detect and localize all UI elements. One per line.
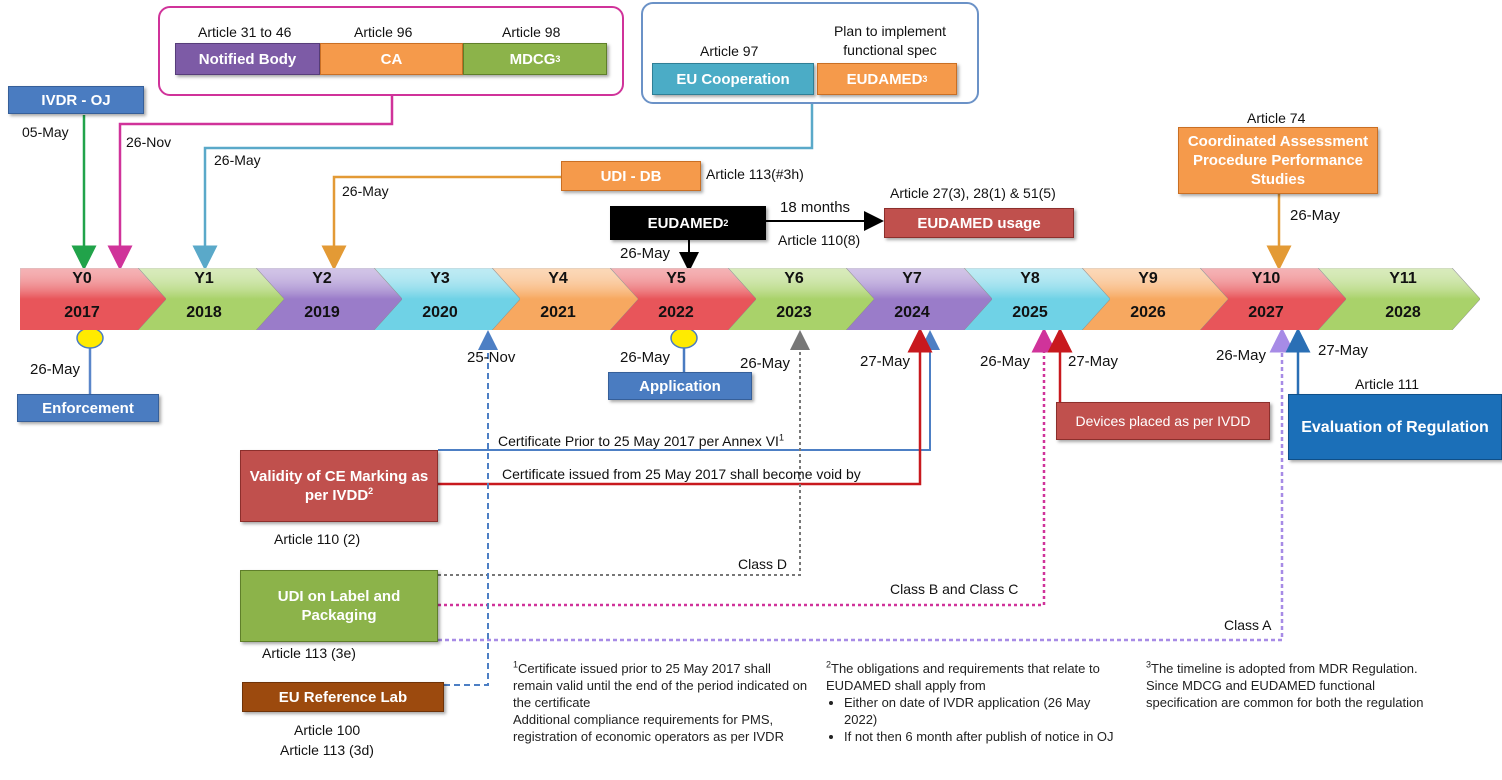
article-97-label: Article 97: [700, 43, 759, 59]
timeline-year-value: 2025: [1012, 304, 1048, 321]
timeline-segment-y6: Y6 2023: [728, 268, 874, 330]
date-26-may-y10: 26-May: [1216, 347, 1267, 364]
eu-ref-lab-article-2: Article 113 (3d): [280, 742, 374, 758]
timeline-year-label: Y1: [194, 270, 214, 287]
validity-article: Article 110 (2): [274, 531, 361, 547]
eudamed-months: 18 months: [780, 199, 851, 216]
coordinated-box: Coordinated Assessment Procedure Perform…: [1178, 127, 1378, 194]
timeline-segment-y8: Y8 2025: [964, 268, 1110, 330]
application-date: 26-May: [620, 349, 671, 366]
article-96-label: Article 96: [354, 24, 413, 40]
footnote-1: 1Certificate issued prior to 25 May 2017…: [513, 659, 808, 744]
timeline-segment-y3: Y3 2020: [374, 268, 520, 330]
eu-ref-lab-box: EU Reference Lab: [242, 682, 444, 712]
timeline-year-value: 2022: [658, 304, 694, 321]
date-27-may-y7: 27-May: [860, 353, 911, 370]
timeline-segment-y9: Y9 2026: [1082, 268, 1228, 330]
timeline-segment-y2: Y2 2019: [256, 268, 402, 330]
certificate-void-text: Certificate issued from 25 May 2017 shal…: [502, 466, 861, 482]
timeline-segment-y11: Y11 2028: [1318, 268, 1480, 330]
udi-db-date: 26-May: [342, 183, 389, 199]
eudamed-usage-box: EUDAMED usage: [884, 208, 1074, 238]
class-a-label: Class A: [1224, 617, 1272, 633]
eu-cooperation-box: EU Cooperation: [652, 63, 814, 95]
timeline-segment-y0: Y0 2017: [20, 268, 166, 330]
timeline-year-label: Y4: [548, 270, 568, 287]
timeline-segment-y5: Y5 2022: [610, 268, 756, 330]
coordinated-date: 26-May: [1290, 207, 1341, 224]
timeline-year-label: Y2: [312, 270, 332, 287]
date-27-may-y8: 27-May: [1068, 353, 1119, 370]
timeline-year-value: 2017: [64, 304, 100, 321]
timeline-year-label: Y5: [666, 270, 686, 287]
evaluation-article: Article 111: [1355, 376, 1420, 392]
timeline-segment-y7: Y7 2024: [846, 268, 992, 330]
timeline-year-value: 2018: [186, 304, 222, 321]
date-25-nov: 25-Nov: [467, 349, 516, 366]
article-98-label: Article 98: [502, 24, 561, 40]
timeline-year-value: 2019: [304, 304, 340, 321]
application-marker: [670, 327, 698, 349]
certificate-prior-text: Certificate Prior to 25 May 2017 per Ann…: [498, 432, 784, 449]
timeline-year-value: 2024: [894, 304, 930, 321]
ivdr-oj-date: 05-May: [22, 124, 69, 140]
timeline-year-label: Y7: [902, 270, 922, 287]
footnote-3: 3The timeline is adopted from MDR Regula…: [1146, 659, 1424, 710]
timeline-year-value: 2021: [540, 304, 576, 321]
coordinated-article: Article 74: [1247, 110, 1306, 126]
timeline-year-value: 2026: [1130, 304, 1166, 321]
plan-functional-spec-label: Plan to implement functional spec: [833, 23, 947, 58]
udi-db-box: UDI - DB: [561, 161, 701, 191]
date-26-may-y1: 26-May: [214, 152, 261, 168]
class-bc-label: Class B and Class C: [890, 581, 1019, 597]
ivdr-oj-box: IVDR - OJ: [8, 86, 144, 114]
date-26-may-y6: 26-May: [740, 355, 791, 372]
timeline-year-label: Y0: [72, 270, 92, 287]
udi-db-article: Article 113(#3h): [706, 166, 804, 182]
timeline-year-label: Y8: [1020, 270, 1040, 287]
eudamed-article: Article 110(8): [778, 232, 861, 248]
enforcement-box: Enforcement: [17, 394, 159, 422]
timeline-year-value: 2020: [422, 304, 458, 321]
eudamed-usage-article: Article 27(3), 28(1) & 51(5): [890, 185, 1056, 201]
enforcement-date: 26-May: [30, 361, 81, 378]
timeline-year-label: Y6: [784, 270, 804, 287]
article-31-46-label: Article 31 to 46: [198, 24, 292, 40]
class-d-label: Class D: [738, 556, 788, 572]
udi-label-box: UDI on Label and Packaging: [240, 570, 438, 642]
timeline-year-value: 2027: [1248, 304, 1284, 321]
eu-ref-lab-article-1: Article 100: [294, 722, 361, 738]
timeline-segment-y10: Y10 2027: [1200, 268, 1346, 330]
devices-ivdd-box: Devices placed as per IVDD: [1056, 402, 1270, 440]
eudamed-date: 26-May: [620, 245, 671, 262]
date-27-may-y10: 27-May: [1318, 342, 1369, 359]
udi-label-article: Article 113 (3e): [262, 645, 356, 661]
timeline-segment-y4: Y4 2021: [492, 268, 638, 330]
timeline-year-value: 2023: [776, 304, 812, 321]
footnote-2: 2The obligations and requirements that r…: [826, 660, 1126, 745]
ca-box: CA: [320, 43, 463, 75]
evaluation-box: Evaluation of Regulation: [1288, 394, 1502, 460]
timeline-year-label: Y9: [1138, 270, 1158, 287]
notified-body-box: Notified Body: [175, 43, 320, 75]
application-box: Application: [608, 372, 752, 400]
timeline-year-label: Y3: [430, 270, 450, 287]
date-26-may-y8: 26-May: [980, 353, 1031, 370]
timeline-year-value: 2028: [1385, 304, 1421, 321]
date-26-nov-top: 26-Nov: [126, 134, 172, 150]
timeline-year-label: Y11: [1389, 270, 1417, 287]
enforcement-marker: [76, 327, 104, 349]
timeline-segment-y1: Y1 2018: [138, 268, 284, 330]
timeline-year-label: Y10: [1251, 270, 1281, 287]
validity-ce-box: Validity of CE Marking as per IVDD2: [240, 450, 438, 522]
